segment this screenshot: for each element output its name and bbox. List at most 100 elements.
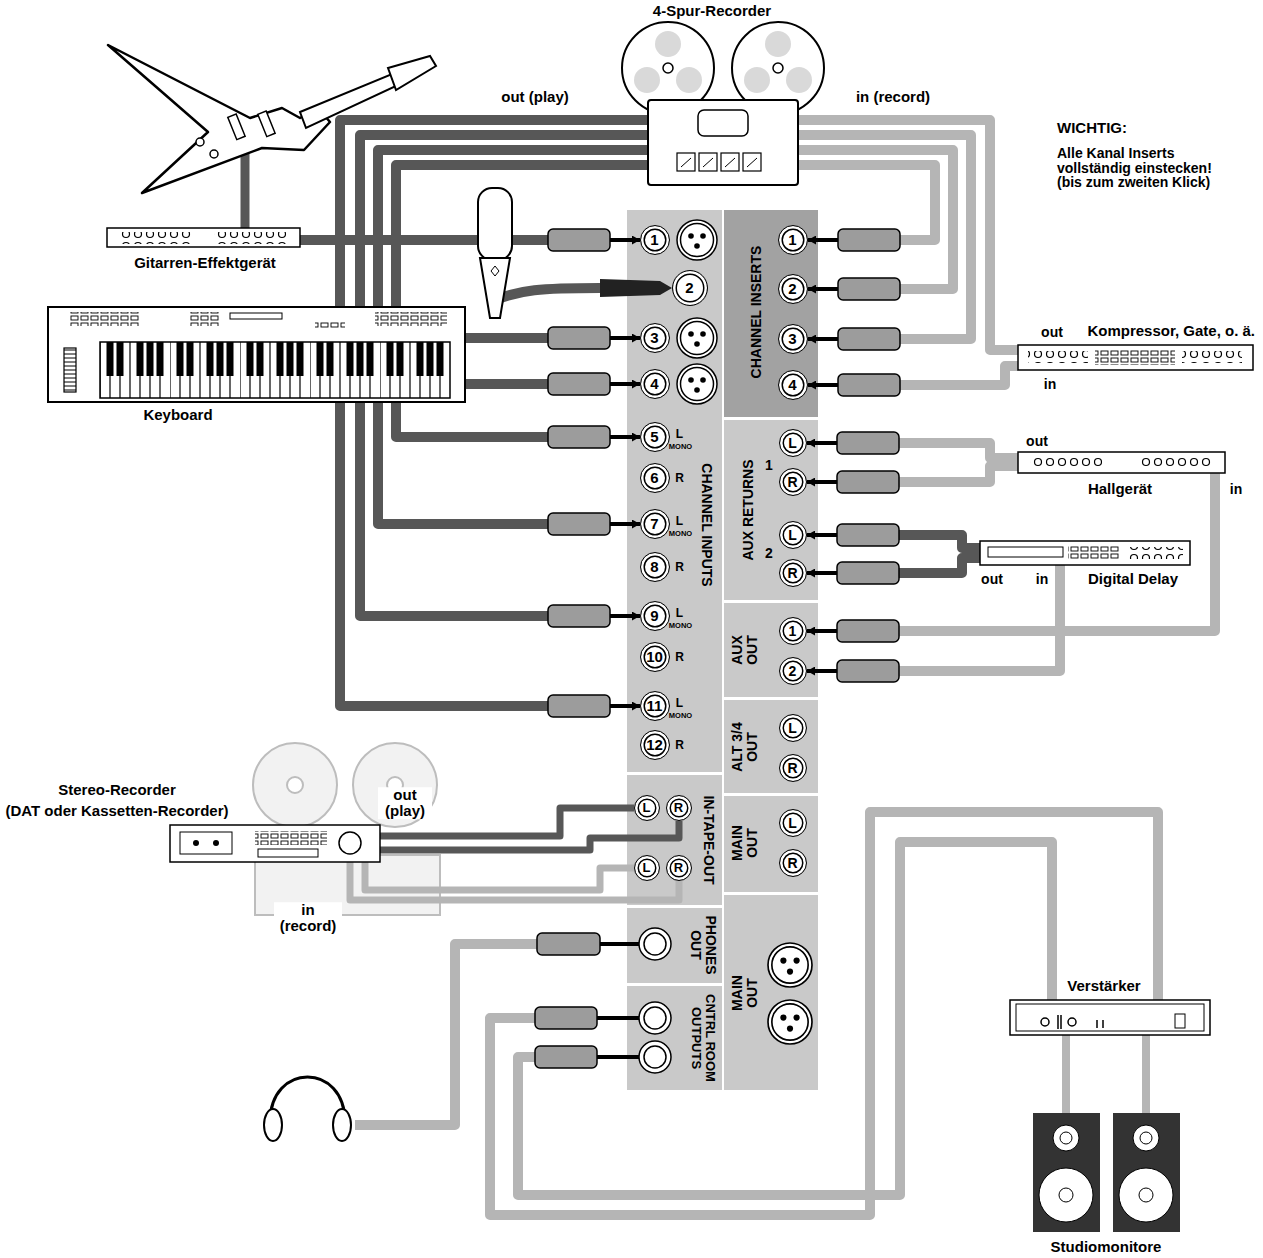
section-label: MAIN OUT xyxy=(730,969,759,1017)
keyboard-part xyxy=(70,312,140,326)
speakers-part xyxy=(1113,1113,1180,1232)
cable-group xyxy=(300,229,640,251)
stereo-recorder-body-part xyxy=(170,825,380,862)
jack-label: MONO xyxy=(669,443,692,451)
note-label: out xyxy=(1039,325,1065,340)
jack-label: 4 xyxy=(788,377,796,393)
compressor-part xyxy=(1028,351,1088,363)
plug-tip xyxy=(597,1016,627,1020)
xlr-sockets-part xyxy=(677,220,717,260)
xlr-sockets-part xyxy=(768,1000,812,1044)
device-label: Stereo-Recorder xyxy=(58,782,176,798)
stereo-recorder-body-part xyxy=(258,849,318,857)
cable-group xyxy=(365,862,634,890)
jack-label: 2 xyxy=(788,281,796,297)
jack-label: 11 xyxy=(647,698,663,714)
jack-label: L xyxy=(676,696,683,709)
delay-part xyxy=(980,541,1190,565)
cable-group xyxy=(340,120,648,717)
plug xyxy=(837,524,899,546)
stereo-recorder-reels-part xyxy=(353,743,437,827)
jack-label: 8 xyxy=(650,559,658,575)
panel-section: LRALT 3/4 OUT xyxy=(724,700,818,793)
jack-label: R xyxy=(787,474,797,489)
jack-socket: 1 xyxy=(640,225,670,255)
plug-tip xyxy=(807,480,837,484)
panel-section: CNTRL ROOM OUTPUTS xyxy=(627,986,722,1090)
jack-label: MONO xyxy=(669,712,692,720)
panel-section: LRMAIN OUT xyxy=(724,796,818,892)
cable-group xyxy=(807,558,980,584)
section-label: AUX OUT xyxy=(730,628,759,672)
panel-section: 12AUX OUT xyxy=(724,603,818,697)
plug xyxy=(548,513,610,535)
tape-recorder-part xyxy=(765,31,791,57)
cable-group xyxy=(807,432,1018,458)
tape-recorder-part xyxy=(648,100,798,185)
note-label: in (record) xyxy=(274,902,342,934)
amplifier-part xyxy=(1175,1014,1185,1028)
speakers-part xyxy=(1139,1188,1153,1202)
jack-label: 6 xyxy=(650,470,658,486)
jack-label: 2 xyxy=(789,663,797,678)
plug xyxy=(838,278,900,300)
jack-label: 3 xyxy=(788,331,796,347)
jack-socket: L xyxy=(634,855,660,881)
plug-tip xyxy=(807,533,837,537)
jack-label: R xyxy=(675,471,684,484)
cable-group xyxy=(808,366,1018,396)
cable xyxy=(798,135,971,339)
speakers-part xyxy=(1133,1125,1159,1151)
amplifier xyxy=(1010,1000,1210,1035)
cable xyxy=(350,862,679,900)
cable-group xyxy=(518,842,1052,1195)
guitar-part xyxy=(196,138,204,146)
panel-jacks-part xyxy=(644,1007,666,1029)
guitar-part xyxy=(258,111,275,137)
plug-tip xyxy=(610,522,640,526)
device-box: Kompressor, Gate, o. ä. xyxy=(1018,345,1253,370)
note-label: Alle Kanal Inserts vollständig einstecke… xyxy=(1055,146,1237,190)
keyboard-part xyxy=(190,312,220,326)
jack-label: R xyxy=(787,855,797,870)
plug-tip xyxy=(610,704,640,708)
section-label: ALT 3/4 OUT xyxy=(730,716,759,778)
device-box: Stereo-Recorder(DAT oder Kassetten-Recor… xyxy=(170,825,380,862)
device-label: (DAT oder Kassetten-Recorder) xyxy=(5,803,228,819)
headphones-part xyxy=(333,1109,351,1141)
cable xyxy=(360,135,648,616)
cable-group xyxy=(380,821,679,850)
mic-part xyxy=(480,258,510,318)
device-box: Keyboard xyxy=(48,307,465,402)
phones-cable xyxy=(355,933,641,1125)
cable-group xyxy=(396,165,648,448)
compressor-part xyxy=(1018,345,1253,370)
section-label: AUX RETURNS xyxy=(741,459,756,560)
section-label: MAIN OUT xyxy=(730,819,759,867)
device-box: Hallgerät xyxy=(1018,452,1225,473)
compressor-part xyxy=(1095,349,1175,365)
jack-socket: 2 xyxy=(779,657,807,685)
jack-socket: R xyxy=(779,468,807,496)
jack-label: 5 xyxy=(650,429,658,445)
cable xyxy=(396,165,648,437)
cable-group xyxy=(490,812,1158,1215)
jack-socket: R xyxy=(779,849,807,877)
panel-jacks-part xyxy=(639,1041,671,1073)
plug xyxy=(837,471,899,493)
jack-socket: R xyxy=(779,559,807,587)
device-label: Verstärker xyxy=(1067,978,1140,994)
xlr-sockets-part xyxy=(677,364,717,404)
cable xyxy=(380,821,679,850)
keyboard-part xyxy=(48,307,465,402)
panel-section: MAIN OUT xyxy=(724,895,818,1090)
cable-group xyxy=(360,135,648,627)
jack-socket: 6R xyxy=(640,463,670,493)
plug xyxy=(837,432,899,454)
jack-label: 4 xyxy=(650,376,658,392)
speakers-part xyxy=(1119,1168,1173,1222)
guitar-effects-rack-part xyxy=(120,232,192,244)
plug-tip xyxy=(808,383,838,387)
jack-label: R xyxy=(675,560,684,573)
plug xyxy=(837,660,899,682)
